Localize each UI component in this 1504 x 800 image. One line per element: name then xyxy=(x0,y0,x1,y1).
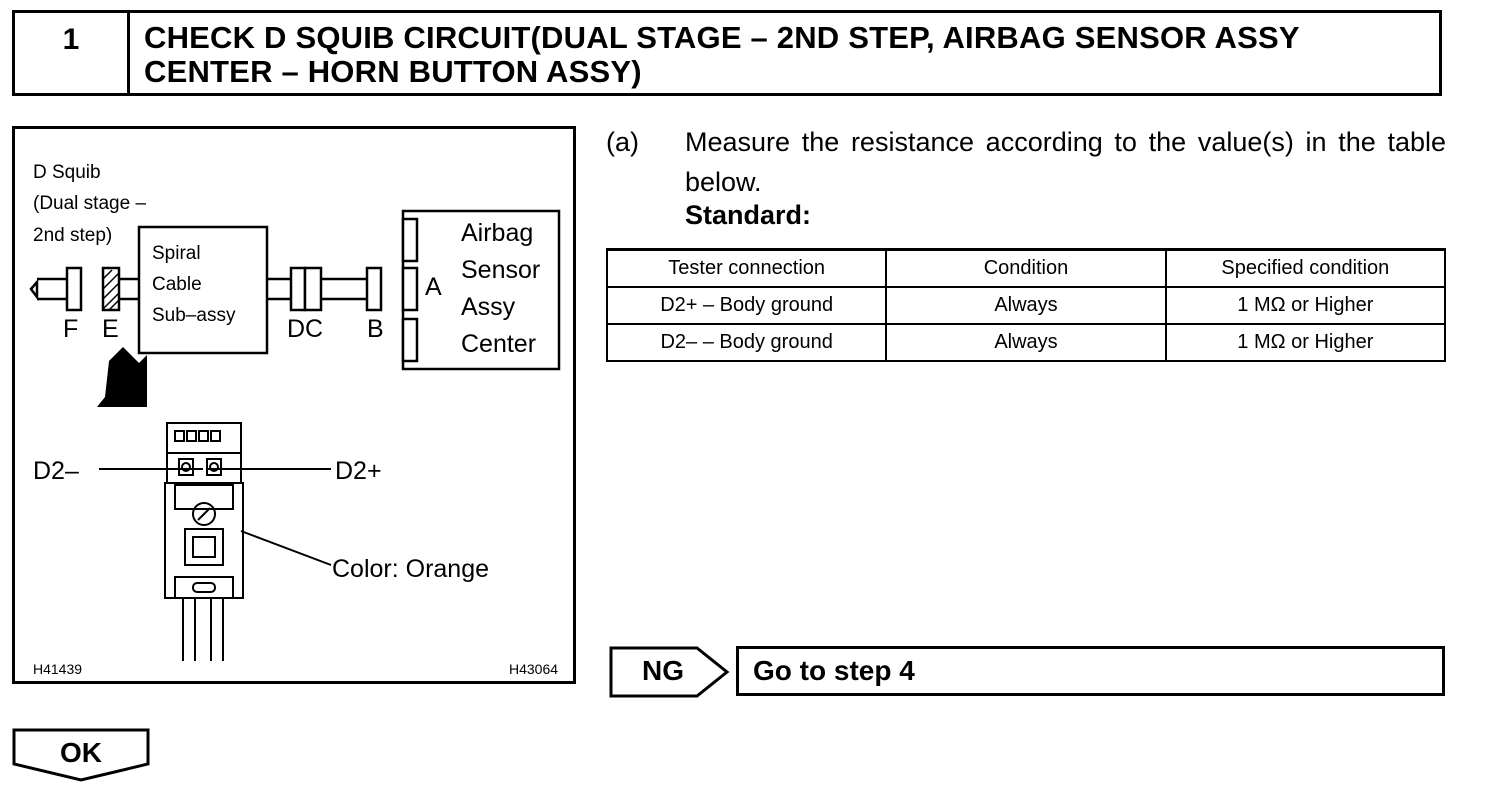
terminal-d2-neg-label: D2– xyxy=(33,457,79,485)
table-row: D2– – Body ground Always 1 MΩ or Higher xyxy=(605,323,1447,362)
figure-code-right: H43064 xyxy=(509,661,559,677)
ng-result-tag: NG xyxy=(609,646,733,703)
terminal-d2-pos-label: D2+ xyxy=(335,457,382,485)
table-header: Tester connection xyxy=(605,248,888,288)
ng-tag-shape: NG xyxy=(609,646,730,698)
step-number: 1 xyxy=(15,13,130,93)
table-cell: Always xyxy=(885,286,1167,325)
table-cell: D2– – Body ground xyxy=(605,323,888,362)
table-header: Condition xyxy=(885,248,1167,288)
connector-color-label: Color: Orange xyxy=(332,555,490,583)
step-header: 1 CHECK D SQUIB CIRCUIT(DUAL STAGE – 2ND… xyxy=(12,10,1442,96)
squib-label-line-2: (Dual stage – xyxy=(33,193,147,214)
figure-code-left: H41439 xyxy=(33,661,83,677)
instruction-label: (a) xyxy=(606,127,639,157)
squib-label-line-3: 2nd step) xyxy=(33,225,113,246)
step-title: CHECK D SQUIB CIRCUIT(DUAL STAGE – 2ND S… xyxy=(130,13,1439,93)
sensor-label-line-3: Assy xyxy=(461,293,516,321)
connector-f-label: F xyxy=(63,315,79,343)
table-cell: 1 MΩ or Higher xyxy=(1164,286,1447,325)
instruction-text: Measure the resistance according to the … xyxy=(685,127,1446,197)
sensor-label-line-4: Center xyxy=(461,330,537,358)
spiral-label-line-1: Spiral xyxy=(152,243,201,264)
ok-label: OK xyxy=(60,737,102,768)
table-cell: 1 MΩ or Higher xyxy=(1164,323,1447,362)
table-row: D2+ – Body ground Always 1 MΩ or Higher xyxy=(605,286,1447,325)
connector-dc-label: DC xyxy=(287,315,324,343)
connector-a-label: A xyxy=(425,273,442,301)
ng-label: NG xyxy=(642,655,684,686)
standard-table: Tester connection Condition Specified co… xyxy=(605,248,1447,362)
sensor-label-line-2: Sensor xyxy=(461,256,541,284)
ok-result-tag: OK xyxy=(12,728,150,787)
sensor-label-line-1: Airbag xyxy=(461,219,534,247)
standard-label: Standard: xyxy=(685,200,812,230)
ok-tag-shape: OK xyxy=(12,728,150,782)
table-cell: Always xyxy=(885,323,1167,362)
circuit-diagram-drawing xyxy=(29,209,561,661)
step-title-line-2: CENTER – HORN BUTTON ASSY) xyxy=(144,54,642,89)
ng-action-box: Go to step 4 xyxy=(736,646,1445,696)
squib-label-line-1: D Squib xyxy=(33,162,101,183)
step-title-line-1: CHECK D SQUIB CIRCUIT(DUAL STAGE – 2ND S… xyxy=(144,20,1300,55)
circuit-diagram: D Squib (Dual stage – 2nd step) Spiral C… xyxy=(12,126,576,684)
spiral-label-line-2: Cable xyxy=(152,274,202,295)
table-cell: D2+ – Body ground xyxy=(605,286,888,325)
connector-b-label: B xyxy=(367,315,384,343)
table-header: Specified condition xyxy=(1164,248,1447,288)
table-header-row: Tester connection Condition Specified co… xyxy=(605,248,1447,288)
down-arrow-icon xyxy=(97,347,147,407)
connector-e-label: E xyxy=(102,315,119,343)
spiral-label-line-3: Sub–assy xyxy=(152,305,236,326)
ng-action-text: Go to step 4 xyxy=(753,655,915,686)
